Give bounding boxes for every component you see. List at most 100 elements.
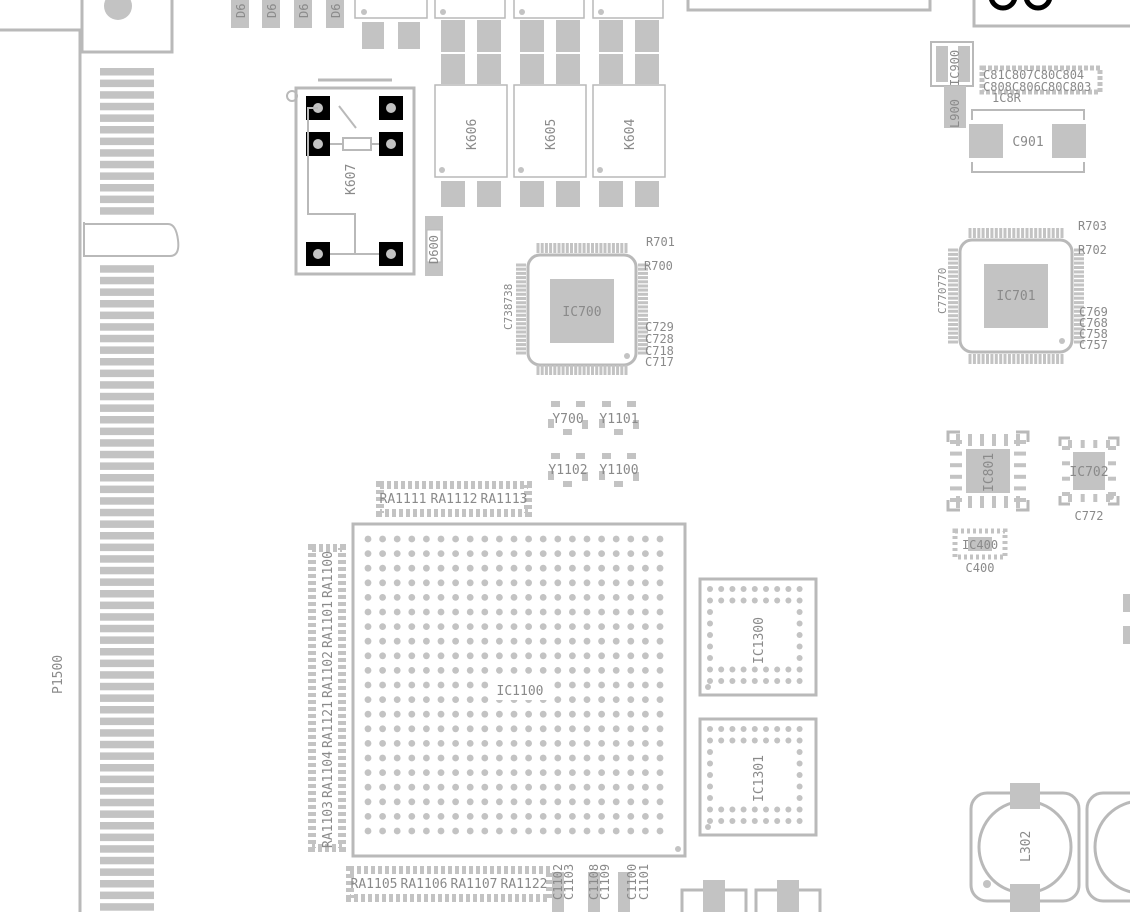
bga-ball bbox=[481, 564, 489, 572]
bga-ball bbox=[598, 550, 605, 557]
cap-row-label: 1C8R bbox=[992, 91, 1022, 105]
bga-ball bbox=[554, 594, 562, 601]
inductor-l302: L302 bbox=[969, 783, 1130, 912]
bga-ball bbox=[740, 737, 747, 744]
ic-pin bbox=[516, 297, 526, 300]
bga-ball bbox=[379, 740, 386, 747]
ic-pin bbox=[603, 243, 607, 253]
cap-label: C1102 bbox=[551, 864, 565, 900]
bga-ball bbox=[423, 827, 430, 835]
bga-ball bbox=[423, 667, 430, 674]
ic-pin bbox=[638, 330, 648, 334]
bga-ball bbox=[364, 754, 372, 762]
bga-ball bbox=[583, 725, 591, 733]
ic-pin bbox=[1012, 228, 1016, 238]
bga-ball bbox=[379, 623, 386, 630]
bga-ball bbox=[569, 798, 576, 806]
bga-ball bbox=[423, 783, 430, 791]
bga-ball bbox=[656, 725, 664, 733]
connector-finger bbox=[100, 288, 154, 296]
bga-ball bbox=[525, 623, 532, 630]
ic-pin bbox=[994, 228, 998, 238]
bga-ball bbox=[642, 827, 649, 835]
bga-ball bbox=[627, 579, 635, 587]
ic-pin bbox=[549, 243, 553, 253]
cap-label: C728 bbox=[645, 332, 674, 346]
bga-ball bbox=[656, 535, 664, 543]
ic-pin bbox=[638, 318, 648, 321]
ic-pin bbox=[948, 296, 958, 300]
bga-ball bbox=[393, 652, 401, 660]
ic-pin bbox=[638, 271, 648, 275]
bga-ball bbox=[763, 818, 769, 824]
bga-ball bbox=[612, 725, 620, 733]
bga-ball bbox=[539, 550, 547, 557]
bga-ball bbox=[763, 726, 769, 732]
ic-pin bbox=[516, 347, 526, 351]
ic-pin bbox=[616, 365, 620, 375]
bga-ball bbox=[452, 769, 459, 776]
bga-ball bbox=[452, 827, 459, 835]
ic-pin bbox=[549, 365, 553, 375]
relay-label: K606 bbox=[465, 119, 480, 150]
connector-finger bbox=[100, 462, 154, 470]
bga-ball bbox=[452, 652, 459, 660]
ic-pin bbox=[1074, 270, 1084, 274]
ic-pin bbox=[638, 351, 648, 355]
bga-ball bbox=[612, 710, 620, 718]
ic-pin bbox=[948, 336, 958, 340]
bga-ball bbox=[642, 710, 649, 718]
bga-ball bbox=[423, 594, 430, 601]
bga-ball bbox=[423, 798, 430, 806]
bga-ball bbox=[612, 652, 620, 660]
ic-pin bbox=[972, 228, 976, 238]
bga-ball bbox=[379, 667, 386, 674]
ic-pin bbox=[638, 305, 648, 309]
ic-pin bbox=[999, 228, 1003, 238]
c400-label: C400 bbox=[966, 561, 995, 575]
bga-ball bbox=[393, 579, 401, 587]
bga-ball bbox=[437, 754, 445, 762]
ic700: IC700 R701 R700 C738738 C729 C728 C718 C… bbox=[502, 235, 675, 375]
connector-finger bbox=[100, 265, 154, 273]
ic-pin bbox=[638, 313, 648, 317]
connector-finger bbox=[100, 822, 154, 830]
bga-ball bbox=[466, 813, 474, 820]
bga-ball bbox=[583, 798, 591, 806]
bga-ball bbox=[796, 643, 803, 650]
ic-pin bbox=[638, 292, 648, 296]
ic-pin bbox=[948, 257, 958, 261]
ic-pin bbox=[948, 305, 958, 309]
ic-pin bbox=[1074, 331, 1084, 335]
ic-pin bbox=[638, 263, 648, 267]
ic-pin bbox=[544, 243, 548, 253]
connector-finger bbox=[100, 102, 154, 111]
ic-pin bbox=[1108, 461, 1116, 466]
bga-ball bbox=[554, 608, 562, 616]
ic-pin bbox=[977, 354, 981, 364]
bga-ball bbox=[569, 667, 576, 674]
bga-ball bbox=[496, 783, 503, 791]
bga-ball bbox=[466, 827, 474, 835]
connector-finger bbox=[100, 358, 154, 366]
connector-finger bbox=[100, 207, 154, 215]
connector-finger bbox=[100, 126, 154, 134]
ic-pin bbox=[948, 248, 958, 252]
ic-pin bbox=[516, 301, 526, 305]
bga-ball bbox=[569, 813, 576, 820]
bga-ball bbox=[751, 678, 758, 684]
bga-ball bbox=[452, 681, 459, 689]
bga-ball bbox=[525, 564, 532, 572]
ic-pin bbox=[1047, 354, 1051, 364]
connector-finger bbox=[100, 775, 154, 784]
bga-ball bbox=[656, 813, 664, 820]
cap-label: C757 bbox=[1079, 338, 1108, 352]
capacitor-c901: C901 bbox=[969, 109, 1086, 173]
bga-ball bbox=[740, 818, 747, 824]
ic-pin bbox=[1074, 274, 1084, 278]
connector-finger bbox=[100, 474, 154, 482]
connector-finger bbox=[100, 590, 154, 598]
bga-ball bbox=[656, 637, 664, 645]
ic-pin bbox=[638, 309, 648, 313]
bga-ball bbox=[525, 740, 532, 747]
